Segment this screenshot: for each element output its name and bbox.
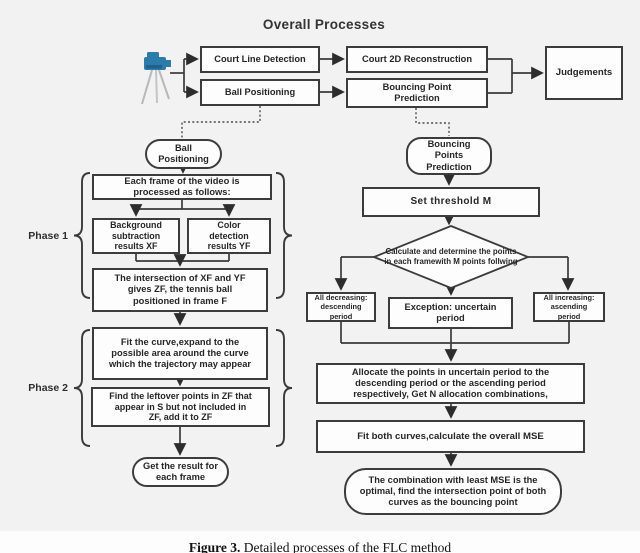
fit-curve-box: Fit the curve,expand to the possible are… [92,327,268,380]
caption-band [0,531,640,553]
decision-diamond-label: Calculate and determine the points in ea… [384,247,518,266]
find-leftover-box: Find the leftover points in ZF that appe… [91,387,270,427]
each-frame-box: Each frame of the video is processed as … [92,174,272,200]
color-detection-box: Color detection results YF [187,218,271,254]
phase-2-label: Phase 2 [28,382,68,394]
dotted-connectors [181,106,450,138]
ball-positioning-start-terminator: Ball Positioning [145,139,222,169]
bouncing-points-start-terminator: Bouncing Points Prediction [406,137,492,175]
fit-both-curves-box: Fit both curves,calculate the overall MS… [316,420,585,453]
judgements-box: Judgements [545,46,623,100]
ball-positioning-box: Ball Positioning [200,79,320,106]
figure-caption-label: Figure 3. [188,540,241,553]
all-increasing-box: All increasing: ascending period [533,292,605,322]
combination-terminator: The combination with least MSE is the op… [344,468,562,515]
background-subtraction-box: Background subtraction results XF [92,218,180,254]
set-threshold-box: Set threshold M [362,187,540,217]
all-decreasing-box: All decreasing: descending period [306,292,376,322]
camera-icon [141,52,171,105]
intersection-box: The intersection of XF and YF gives ZF, … [92,268,268,312]
bouncing-point-prediction-box: Bouncing Point Prediction [346,78,488,108]
get-result-terminator: Get the result for each frame [132,457,229,487]
figure-caption-text: Detailed processes of the FLC method [240,540,452,553]
phase-braces [73,172,293,447]
decision-diamond-shape [371,225,531,289]
diagram-title: Overall Processes [262,17,386,32]
exception-uncertain-box: Exception: uncertain period [388,297,513,329]
allocate-points-box: Allocate the points in uncertain period … [316,363,585,404]
court-line-detection-box: Court Line Detection [200,46,320,73]
figure-caption: Figure 3. Detailed processes of the FLC … [0,540,640,553]
left-connectors [129,161,236,456]
top-connectors [170,52,544,99]
phase-1-label: Phase 1 [28,230,68,242]
court-2d-reconstruction-box: Court 2D Reconstruction [346,46,488,73]
right-connectors [334,173,575,467]
